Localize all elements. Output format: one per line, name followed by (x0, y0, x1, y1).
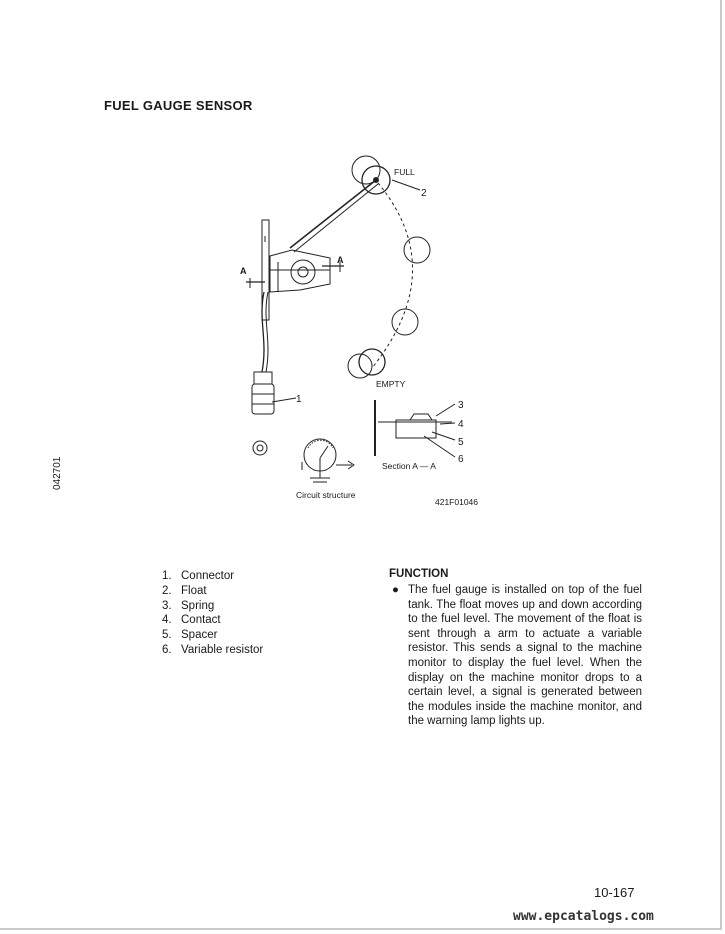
section-body (395, 419, 437, 439)
section-mark-right: A (337, 255, 344, 265)
float-travel-arc (371, 182, 414, 369)
connector-icon (251, 383, 275, 415)
float-mid-icon-2 (391, 308, 419, 336)
section-label: Section A — A (382, 461, 436, 471)
list-item: 4.Contact (162, 614, 221, 627)
page-number: 10-167 (594, 885, 635, 900)
resistor-housing (269, 249, 331, 293)
watermark-link[interactable]: www.epcatalogs.com (513, 909, 654, 924)
sensor-cable (261, 291, 265, 373)
list-item: 3.Spring (162, 599, 215, 612)
mounting-plate (261, 219, 270, 321)
figure-code: 421F01046 (435, 497, 478, 507)
float-ghost-bottom (347, 353, 373, 379)
callout-4: 4 (458, 419, 464, 430)
list-item: 1.Connector (162, 570, 235, 582)
empty-label: EMPTY (376, 379, 406, 389)
list-item: 2.Float (162, 584, 207, 597)
float-full-icon (361, 165, 391, 195)
connector-end-icon (252, 440, 268, 456)
float-arm (289, 179, 377, 249)
float-mid-icon-1 (403, 236, 431, 264)
callout-3: 3 (458, 400, 464, 411)
float-empty-icon (358, 348, 386, 376)
resistor-drum (290, 259, 316, 285)
connector-top (253, 371, 273, 385)
function-heading: FUNCTION (389, 568, 449, 580)
function-text: The fuel gauge is installed on top of th… (408, 584, 642, 728)
full-label: FULL (394, 167, 415, 177)
list-item: 5.Spacer (162, 629, 218, 642)
bullet-icon: ● (392, 584, 399, 596)
callout-6: 6 (458, 454, 464, 465)
section-mark-left: A (240, 266, 247, 276)
callout-1: 1 (296, 394, 302, 405)
circuit-label: Circuit structure (296, 490, 356, 500)
function-body: ● The fuel gauge is installed on top of … (392, 583, 642, 729)
callout-5: 5 (458, 437, 464, 448)
parts-list: 1.Connector 2.Float 3.Spring 4.Contact 5… (162, 569, 263, 658)
callout-2: 2 (421, 188, 427, 199)
page-title: FUEL GAUGE SENSOR (104, 98, 253, 113)
list-item: 6.Variable resistor (162, 643, 264, 656)
float-ghost-top (351, 155, 381, 185)
